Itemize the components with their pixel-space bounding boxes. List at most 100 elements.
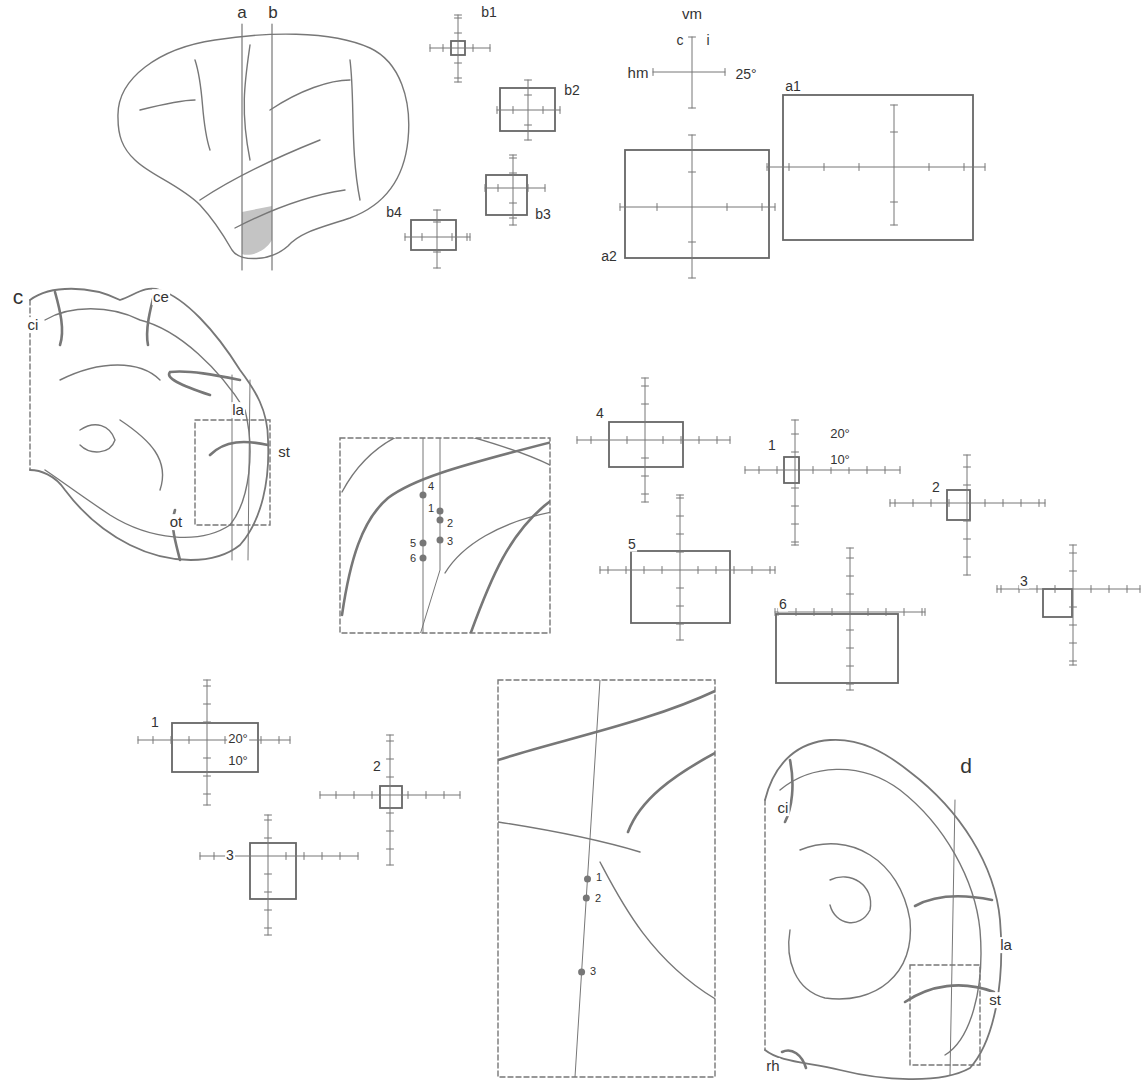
axis-line — [677, 624, 684, 625]
axis-line — [859, 164, 860, 171]
receptive-field — [172, 723, 258, 772]
axis-line — [662, 567, 663, 574]
axis-line — [1070, 665, 1077, 666]
axis-line — [455, 78, 462, 79]
axis-line — [279, 737, 280, 744]
axis-line — [689, 135, 696, 136]
axis-line — [847, 558, 854, 559]
figure-label: b4 — [385, 205, 403, 220]
axis-line — [894, 105, 895, 225]
inset-c — [340, 436, 552, 635]
axis-line — [642, 494, 649, 495]
figure-label: 1 — [150, 715, 160, 730]
axis-line — [620, 204, 621, 211]
receptive-field-plot — [200, 815, 358, 935]
axis-line — [200, 856, 358, 857]
figure-label: 10° — [829, 453, 851, 467]
axis-line — [513, 107, 514, 114]
receptive-field-plot — [653, 37, 725, 108]
axis-line — [727, 204, 728, 211]
figure-label: 3 — [589, 966, 597, 978]
axis-line — [372, 792, 373, 799]
axis-line — [1140, 586, 1141, 593]
axis-line — [699, 437, 700, 444]
figure-label: st — [988, 992, 1002, 1008]
axis-line — [642, 422, 649, 423]
axis-line — [455, 33, 462, 34]
axis-line — [644, 567, 645, 574]
axis-line — [925, 609, 926, 616]
axis-line — [204, 794, 211, 795]
axis-line — [430, 48, 490, 49]
figure-label: 10° — [227, 754, 249, 768]
axis-line — [847, 630, 854, 631]
axis-line — [153, 737, 154, 744]
axis-line — [767, 164, 768, 171]
receptive-field — [625, 150, 769, 258]
axis-line — [681, 437, 682, 444]
axis-line — [680, 495, 681, 640]
axis-line — [1070, 625, 1077, 626]
axis-line — [387, 735, 394, 736]
axis-line — [387, 831, 394, 832]
axis-line — [642, 404, 649, 405]
axis-line — [458, 15, 459, 82]
axis-line — [1021, 500, 1022, 507]
axis-line — [265, 874, 272, 875]
axis-line — [455, 63, 462, 64]
axis-line — [473, 45, 474, 52]
axis-line — [430, 45, 431, 52]
figure-label: 20° — [829, 427, 851, 441]
axis-line — [752, 567, 753, 574]
axis-line — [510, 173, 517, 174]
axis-line — [189, 737, 190, 744]
receptive-field — [380, 786, 402, 808]
axis-line — [265, 928, 272, 929]
axis-line — [895, 500, 896, 507]
axis-line — [1045, 500, 1046, 507]
axis-line — [543, 107, 544, 114]
axis-line — [513, 155, 514, 225]
axis-line — [847, 548, 854, 549]
axis-line — [792, 434, 799, 435]
axis-line — [949, 500, 950, 507]
axis-line — [964, 575, 971, 576]
receptive-field-plot — [775, 548, 925, 690]
axis-line — [608, 567, 609, 574]
figure-label: 4 — [427, 481, 435, 493]
axis-line — [767, 167, 985, 168]
axis-line — [689, 278, 696, 279]
axis-line — [1109, 586, 1110, 593]
axis-line — [322, 853, 323, 860]
axis-line — [525, 140, 532, 141]
axis-line — [609, 437, 610, 444]
figure-label: 1 — [767, 438, 777, 453]
figure-label: ot — [169, 514, 184, 530]
figure-label: 6 — [409, 553, 417, 565]
axis-line — [677, 640, 684, 641]
receptive-field-plot — [577, 378, 730, 502]
axis-line — [642, 386, 649, 387]
figure-label: 3 — [225, 848, 235, 863]
axis-line — [891, 202, 898, 203]
axis-line — [964, 467, 971, 468]
axis-line — [1070, 607, 1077, 608]
axis-line — [885, 467, 886, 474]
figure-label: a1 — [784, 79, 802, 94]
axis-line — [850, 548, 851, 690]
axis-line — [387, 777, 394, 778]
axis-line — [204, 686, 211, 687]
axis-line — [207, 680, 208, 805]
axis-line — [485, 185, 486, 192]
axis-line — [762, 204, 763, 211]
axis-line — [777, 467, 778, 474]
axis-line — [200, 853, 201, 860]
axis-line — [354, 792, 355, 799]
axis-line — [775, 609, 776, 616]
axis-line — [824, 164, 825, 171]
axis-line — [434, 210, 441, 211]
axis-line — [814, 609, 815, 616]
axis-line — [689, 242, 696, 243]
axis-line — [1091, 586, 1092, 593]
